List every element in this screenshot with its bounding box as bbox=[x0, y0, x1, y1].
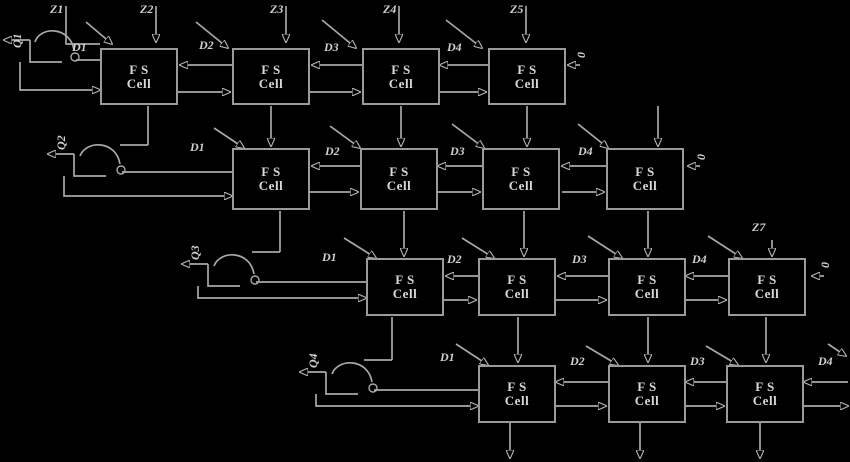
fs-cell-label-top: F S bbox=[389, 164, 409, 180]
fs-cell-label-top: F S bbox=[129, 61, 149, 77]
fs-cell[interactable]: F S Cell bbox=[606, 148, 684, 210]
d-input-label: D3 bbox=[324, 40, 339, 54]
zero-input-label: 0 bbox=[574, 52, 588, 58]
z-input-label: Z3 bbox=[270, 2, 284, 16]
z-input-label: Z1 bbox=[50, 2, 64, 16]
fs-cell-label-bottom: Cell bbox=[258, 178, 284, 193]
fs-cell-label-top: F S bbox=[261, 61, 281, 77]
zero-input-label: 0 bbox=[694, 154, 708, 160]
fs-cell-label-bottom: Cell bbox=[634, 393, 660, 408]
fs-cell-label-bottom: Cell bbox=[754, 286, 780, 301]
d-input-label: D2 bbox=[325, 144, 340, 158]
d-input-label: D4 bbox=[447, 40, 462, 54]
d-input-label: D3 bbox=[690, 354, 705, 368]
q-output-label: Q1 bbox=[10, 33, 24, 48]
d-input-label: D1 bbox=[190, 140, 205, 154]
fs-cell[interactable]: F S Cell bbox=[232, 48, 310, 105]
z-input-label: Z2 bbox=[140, 2, 154, 16]
fs-cell-label-bottom: Cell bbox=[508, 178, 534, 193]
d-input-label: D4 bbox=[692, 252, 707, 266]
d-input-label: D3 bbox=[450, 144, 465, 158]
fs-cell-label-bottom: Cell bbox=[386, 178, 412, 193]
fs-cell-label-bottom: Cell bbox=[632, 178, 658, 193]
d-input-label: D4 bbox=[818, 354, 833, 368]
fs-cell[interactable]: F S Cell bbox=[488, 48, 566, 105]
fs-cell-label-top: F S bbox=[637, 379, 657, 395]
fs-cell[interactable]: F S Cell bbox=[482, 148, 560, 210]
q-output-label: Q4 bbox=[306, 353, 320, 368]
fs-cell-label-top: F S bbox=[755, 379, 775, 395]
fs-cell[interactable]: F S Cell bbox=[360, 148, 438, 210]
fs-cell-label-bottom: Cell bbox=[752, 393, 778, 408]
d-input-label: D1 bbox=[72, 40, 87, 54]
fs-cell-label-bottom: Cell bbox=[392, 286, 418, 301]
z-input-label: Z7 bbox=[752, 220, 766, 234]
d-input-label: D2 bbox=[447, 252, 462, 266]
d-input-label: D2 bbox=[199, 38, 214, 52]
fs-cell-label-top: F S bbox=[517, 61, 537, 77]
fs-cell-label-bottom: Cell bbox=[126, 75, 152, 91]
fs-cell[interactable]: F S Cell bbox=[726, 365, 804, 423]
d-input-label: D3 bbox=[572, 252, 587, 266]
fs-cell[interactable]: F S Cell bbox=[478, 258, 556, 316]
d-input-label: D1 bbox=[322, 250, 337, 264]
fs-cell[interactable]: F S Cell bbox=[232, 148, 310, 210]
z-input-label: Z5 bbox=[510, 2, 524, 16]
fs-cell-label-top: F S bbox=[637, 272, 657, 288]
fs-cell-label-bottom: Cell bbox=[504, 393, 530, 408]
fs-cell-label-top: F S bbox=[757, 272, 777, 288]
zero-input-label: 0 bbox=[818, 262, 832, 268]
q-output-label: Q3 bbox=[188, 245, 202, 260]
fs-cell[interactable]: F S Cell bbox=[608, 365, 686, 423]
d-input-label: D2 bbox=[570, 354, 585, 368]
fs-cell-label-bottom: Cell bbox=[258, 75, 284, 91]
fs-cell-label-top: F S bbox=[391, 61, 411, 77]
fs-cell[interactable]: F S Cell bbox=[728, 258, 806, 316]
d-input-label: D4 bbox=[578, 144, 593, 158]
z-input-label: Z4 bbox=[383, 2, 397, 16]
fs-cell[interactable]: F S Cell bbox=[100, 48, 178, 105]
fs-cell-label-top: F S bbox=[395, 272, 415, 288]
fs-cell-label-top: F S bbox=[511, 164, 531, 180]
fs-cell-label-bottom: Cell bbox=[514, 75, 540, 91]
fs-cell-label-top: F S bbox=[635, 164, 655, 180]
fs-cell-label-bottom: Cell bbox=[388, 75, 414, 91]
fs-cell[interactable]: F S Cell bbox=[362, 48, 440, 105]
fs-cell[interactable]: F S Cell bbox=[366, 258, 444, 316]
fs-cell[interactable]: F S Cell bbox=[608, 258, 686, 316]
fs-cell-label-top: F S bbox=[261, 164, 281, 180]
fs-cell[interactable]: F S Cell bbox=[478, 365, 556, 423]
fs-cell-label-top: F S bbox=[507, 272, 527, 288]
fs-cell-label-bottom: Cell bbox=[504, 286, 530, 301]
d-input-label: D1 bbox=[440, 350, 455, 364]
q-output-label: Q2 bbox=[54, 135, 68, 150]
fs-cell-label-top: F S bbox=[507, 379, 527, 395]
fs-cell-label-bottom: Cell bbox=[634, 286, 660, 301]
